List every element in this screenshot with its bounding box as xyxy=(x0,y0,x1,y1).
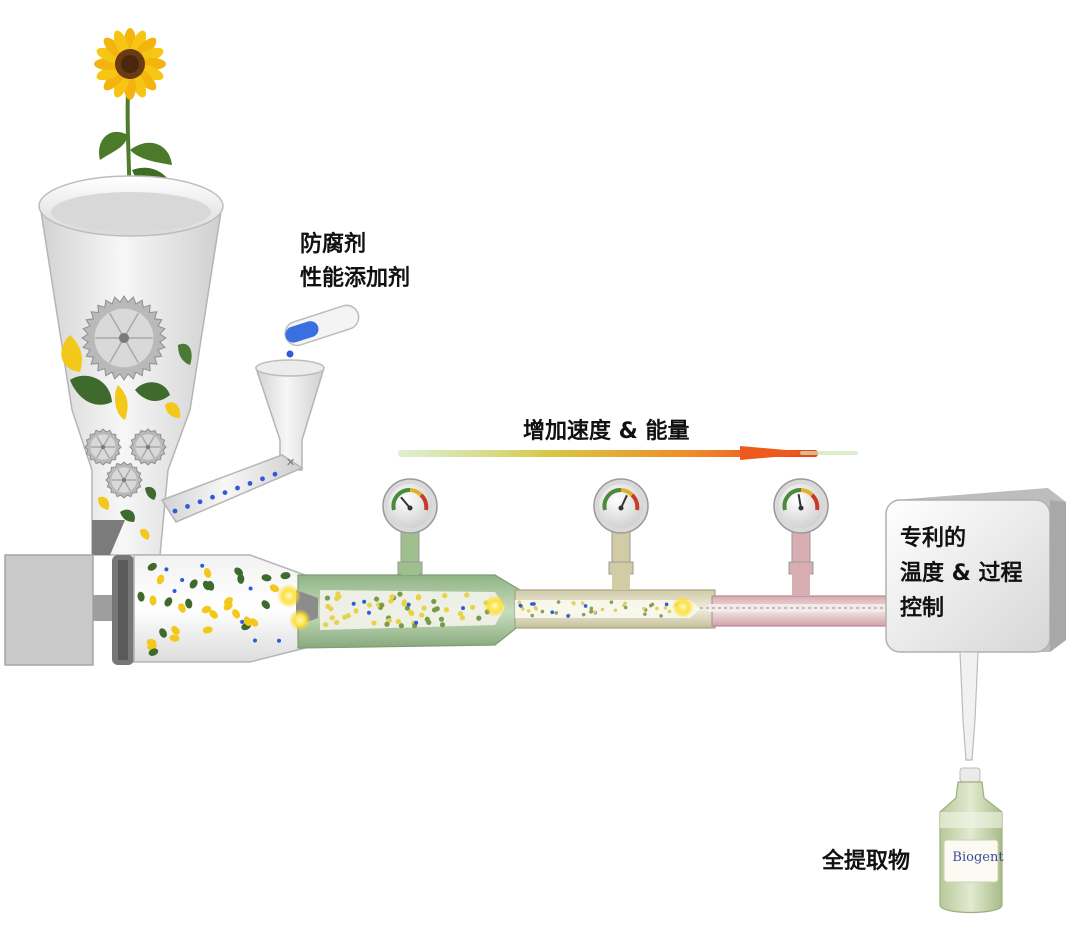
output-bottle xyxy=(939,651,1003,914)
svg-text:✕: ✕ xyxy=(286,456,295,469)
motor-block xyxy=(4,554,134,666)
saw-blade-icons xyxy=(81,295,167,499)
process-control-line-3: 控制 xyxy=(900,595,945,621)
additives-label: 防腐剂 性能添加剂 xyxy=(300,228,410,296)
plant-material xyxy=(61,335,192,540)
full-extract-label: 全提取物 xyxy=(822,849,911,874)
spark-icons xyxy=(277,584,694,631)
additive-feeder: ✕ xyxy=(160,304,360,523)
hopper xyxy=(38,175,224,556)
control-box xyxy=(885,488,1066,653)
process-control-label: 专利的 温度 & 过程 控制 xyxy=(900,522,1023,626)
speed-energy-label: 增加速度 & 能量 xyxy=(523,419,690,444)
extraction-barrel xyxy=(133,554,893,663)
performance-additive-label: 性能添加剂 xyxy=(300,266,411,292)
pressure-gauges xyxy=(382,478,829,596)
bottle-brand-label: Biogent xyxy=(952,850,1004,865)
process-control-line-2: 温度 & 过程 xyxy=(900,560,1023,586)
preservative-label: 防腐剂 xyxy=(300,232,367,257)
process-control-line-1: 专利的 xyxy=(900,526,967,551)
speed-arrow xyxy=(398,446,858,460)
